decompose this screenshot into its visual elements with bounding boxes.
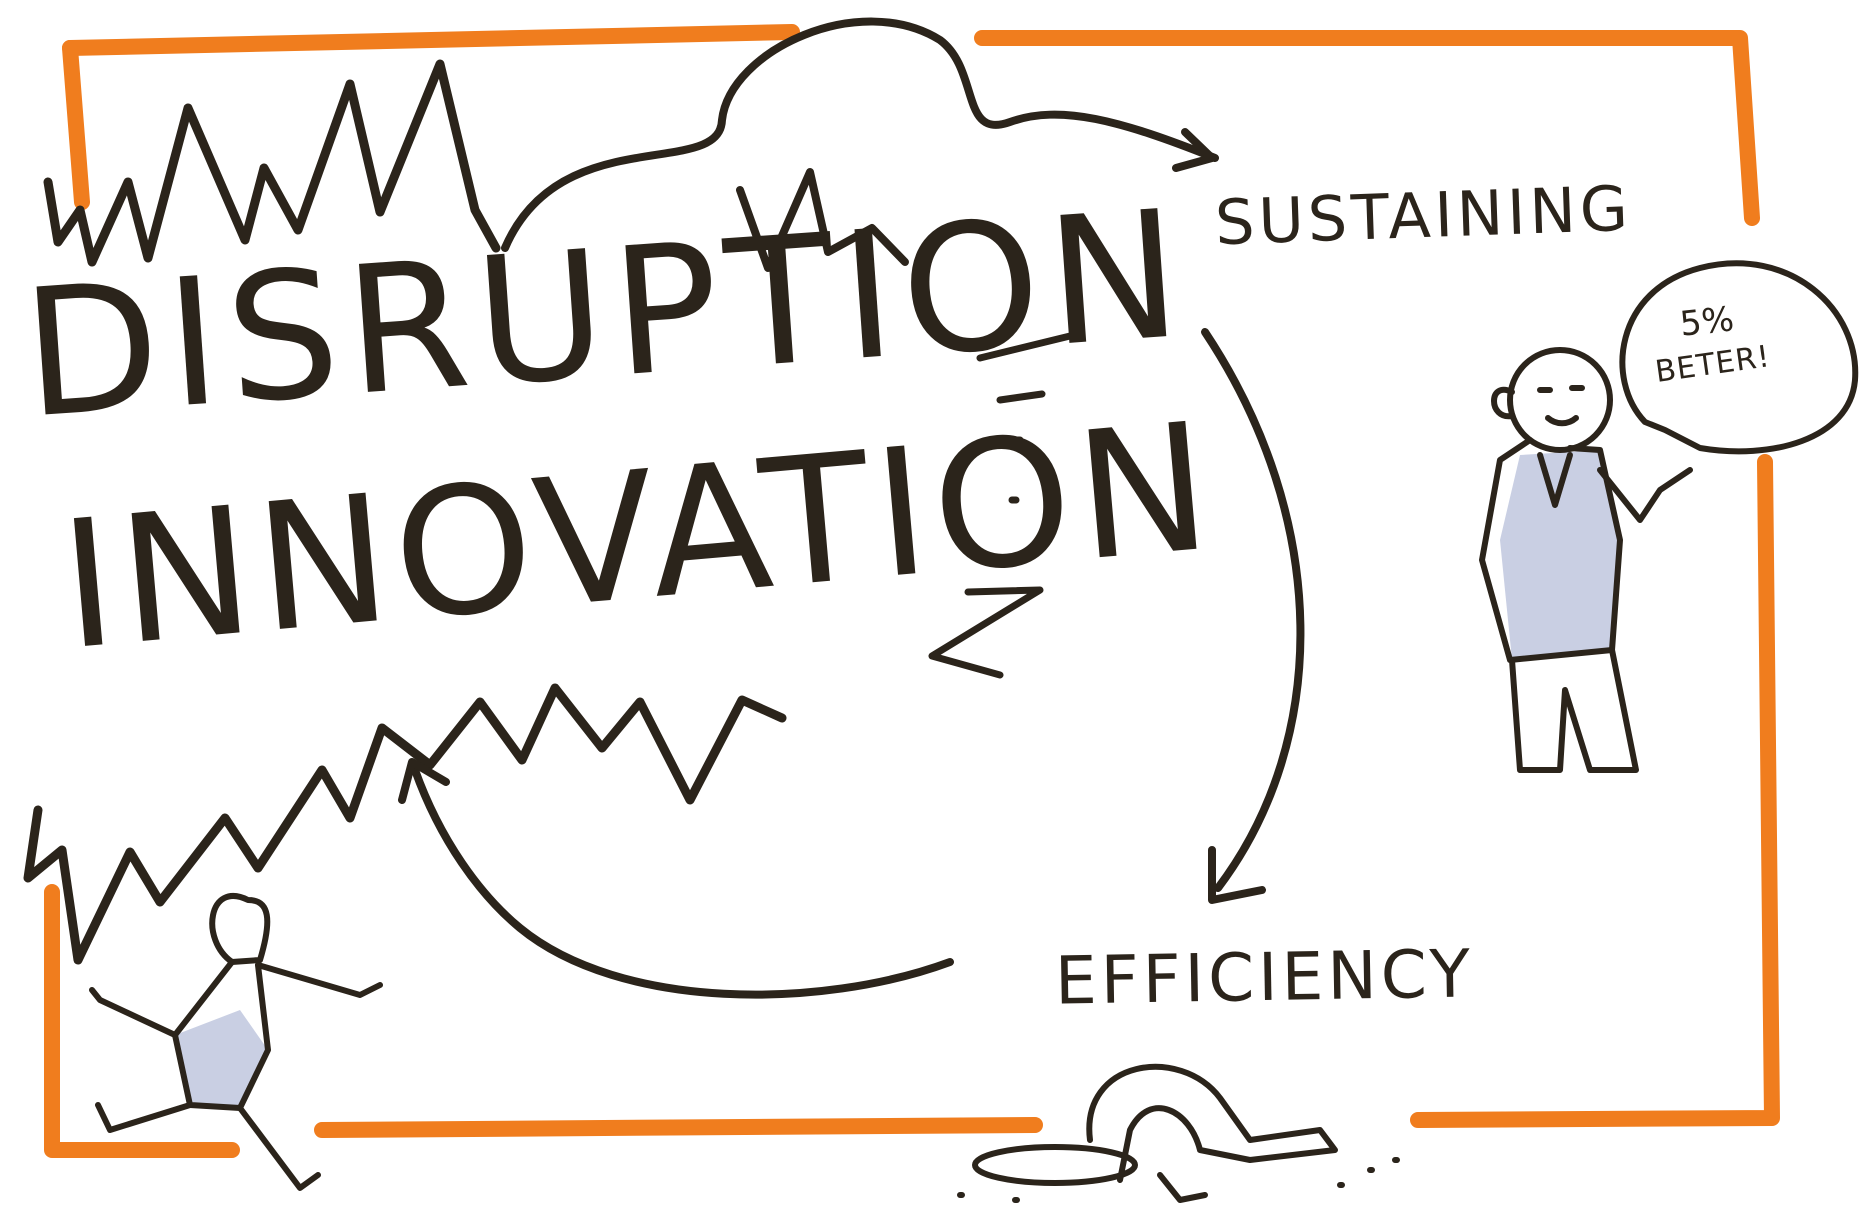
arrow-to-disruption <box>411 766 954 999</box>
speech-bubble-percent: 5% <box>1678 299 1736 345</box>
burst-shape-right <box>736 168 909 272</box>
digging-figure <box>957 1063 1400 1203</box>
frame-left-lower <box>44 884 240 1158</box>
running-figure <box>89 893 383 1191</box>
burst-shape <box>43 59 501 267</box>
orange-frame <box>44 24 1780 1158</box>
frame-top-left <box>62 24 800 56</box>
arrow-head-disruption <box>398 758 450 804</box>
arrow-head-sustaining <box>1172 128 1216 172</box>
frame-top-right <box>974 30 1760 226</box>
arrow-to-efficiency <box>1201 328 1305 892</box>
arrow-to-sustaining <box>501 17 1219 252</box>
label-efficiency: EFFICIENCY <box>1054 935 1475 1020</box>
arrow-head-efficiency <box>1208 846 1266 904</box>
speech-bubble <box>1619 260 1859 455</box>
frame-left-top <box>62 40 90 210</box>
frame-right-lower <box>1410 454 1780 1128</box>
burst-shape-bottom <box>23 683 787 965</box>
businessman-figure <box>1479 347 1693 773</box>
label-sustaining: SUSTAINING <box>1213 171 1634 260</box>
frame-bottom-mid <box>314 1117 1043 1138</box>
speed-lines <box>928 332 1074 679</box>
